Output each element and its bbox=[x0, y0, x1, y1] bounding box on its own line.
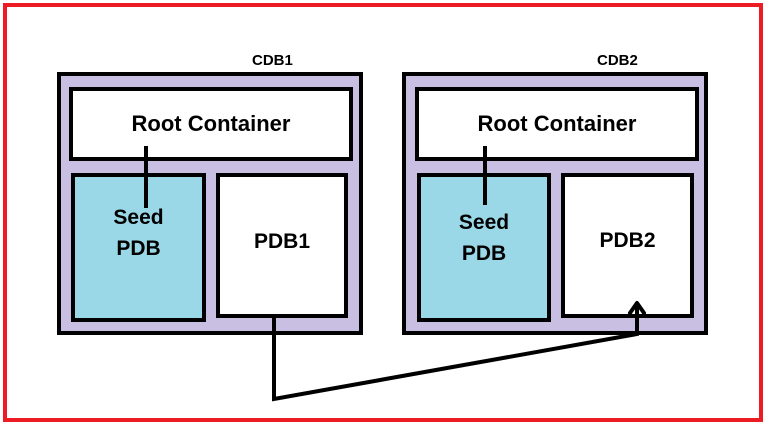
pdb1-label: PDB1 bbox=[253, 229, 311, 253]
cdb1-seed-label-1: Seed bbox=[113, 205, 164, 229]
cdb2-root-label: Root Container bbox=[477, 111, 637, 136]
cdb2-seed-label-1: Seed bbox=[458, 210, 510, 234]
cdb1-seed-pdb: Seed PDB bbox=[71, 173, 206, 322]
cdb1-pdb1: PDB1 bbox=[216, 173, 348, 318]
cdb1-root-container: Root Container bbox=[69, 87, 353, 161]
cdb2-seed-pdb: Seed PDB bbox=[417, 173, 551, 322]
cdb2-root-container: Root Container bbox=[415, 87, 699, 161]
cdb1-seed-label-2: PDB bbox=[116, 236, 161, 260]
cdb2-pdb2: PDB2 bbox=[561, 173, 694, 318]
cdb1-root-label: Root Container bbox=[131, 111, 291, 136]
cdb2-seed-label-2: PDB bbox=[461, 241, 507, 265]
pdb2-label: PDB2 bbox=[599, 228, 656, 252]
cdb2-label: CDB2 bbox=[597, 52, 638, 69]
cdb1-label: CDB1 bbox=[252, 52, 293, 69]
red-frame bbox=[3, 3, 763, 422]
